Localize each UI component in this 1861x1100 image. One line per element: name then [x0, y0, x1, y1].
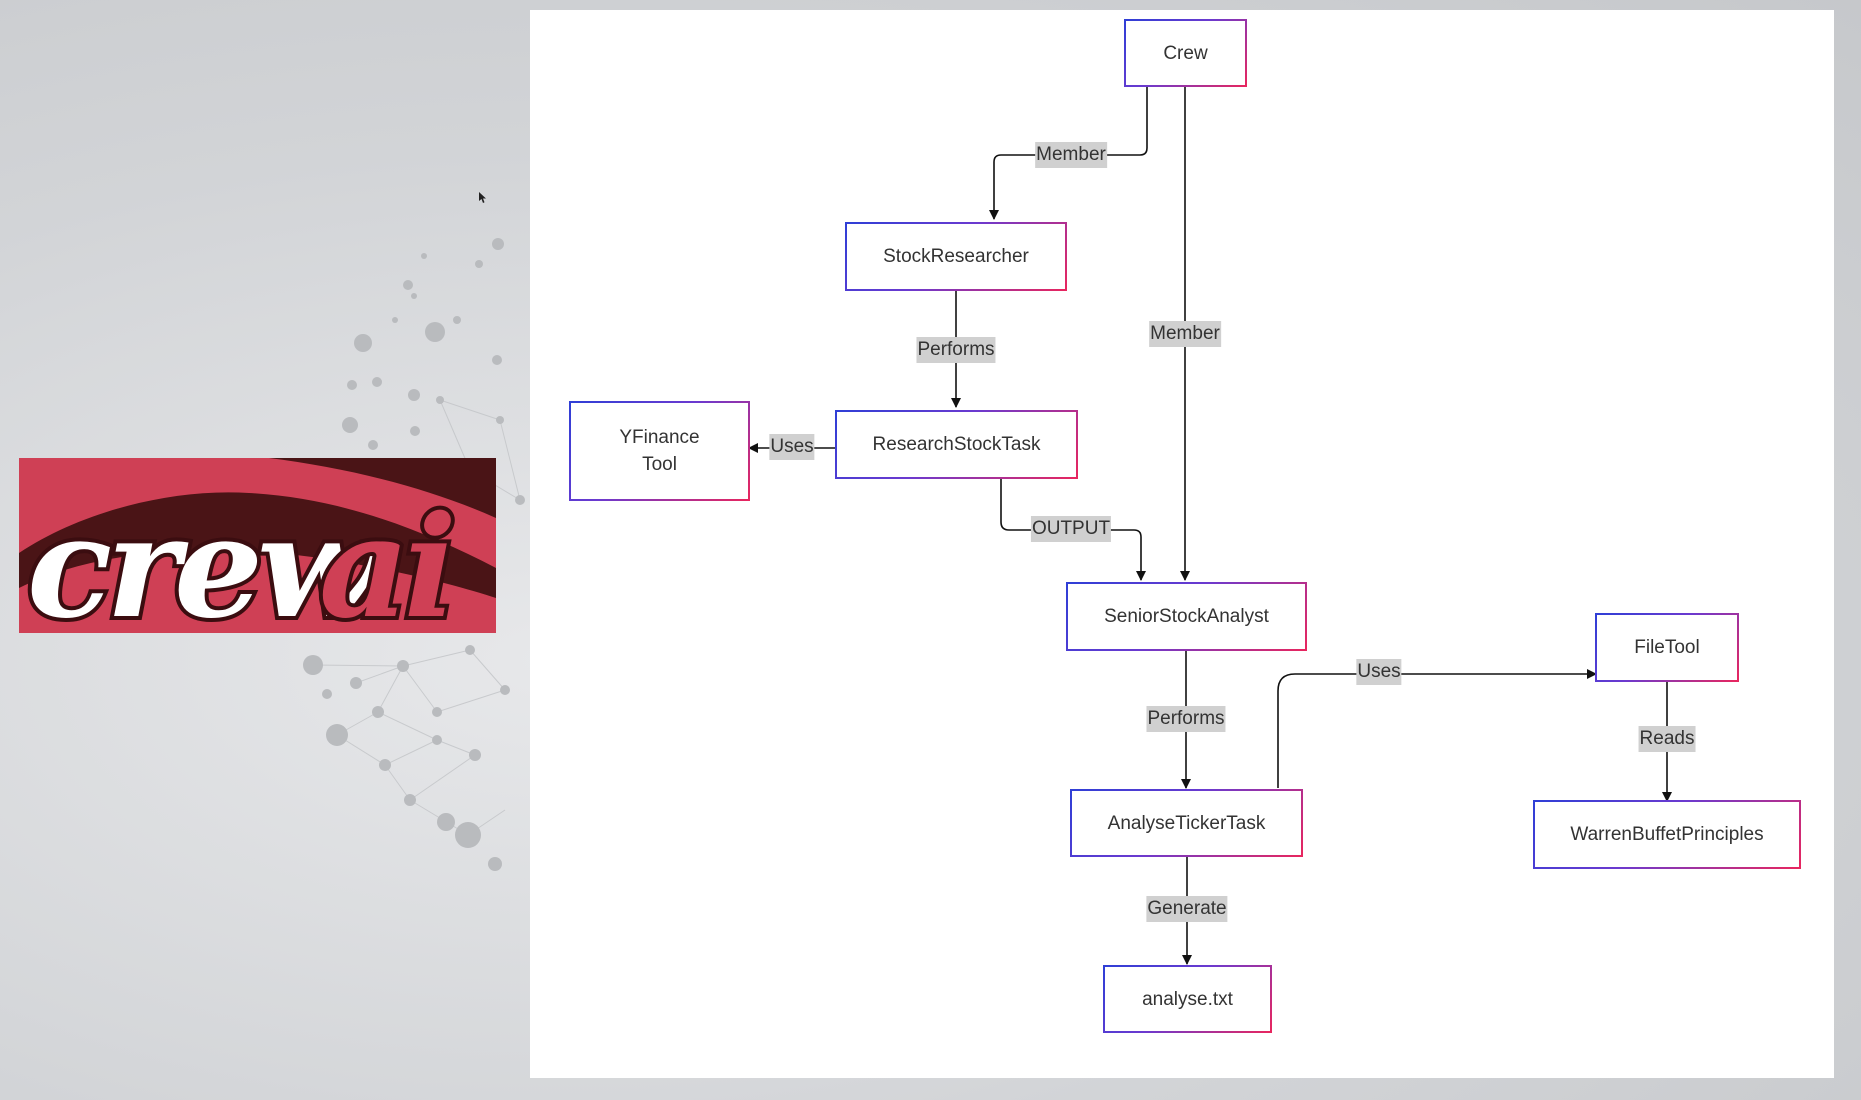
svg-text:crew: crew [27, 486, 382, 633]
edge-label-member-1: Member [1035, 142, 1107, 168]
edge-label-uses-1: Uses [769, 434, 815, 460]
edge-label-uses-2: Uses [1356, 659, 1402, 685]
mouse-cursor-icon [479, 192, 486, 203]
edge-label-member-2: Member [1149, 321, 1221, 347]
node-crew[interactable]: Crew [1124, 19, 1247, 87]
edge-label-generate: Generate [1146, 896, 1228, 922]
diagram-canvas: Crew StockResearcher YFinance Tool Resea… [530, 10, 1834, 1078]
node-analyse-txt[interactable]: analyse.txt [1103, 965, 1272, 1033]
edge-label-performs-2: Performs [1146, 706, 1226, 732]
edge-analysetickertask-filetool [1277, 669, 1597, 788]
node-senior-stock-analyst[interactable]: SeniorStockAnalyst [1066, 582, 1307, 651]
node-file-tool[interactable]: FileTool [1595, 613, 1739, 682]
edge-label-reads: Reads [1638, 726, 1696, 752]
crewai-logo: crew ai [19, 458, 496, 633]
edge-label-output: OUTPUT [1030, 516, 1112, 542]
svg-text:ai: ai [319, 486, 452, 633]
node-research-stock-task[interactable]: ResearchStockTask [835, 410, 1078, 479]
node-analyse-ticker-task[interactable]: AnalyseTickerTask [1070, 789, 1303, 857]
node-stock-researcher[interactable]: StockResearcher [845, 222, 1067, 291]
node-yfinance-tool[interactable]: YFinance Tool [569, 401, 750, 501]
node-warren-buffet-principles[interactable]: WarrenBuffetPrinciples [1533, 800, 1801, 869]
edge-label-performs-1: Performs [916, 337, 996, 363]
